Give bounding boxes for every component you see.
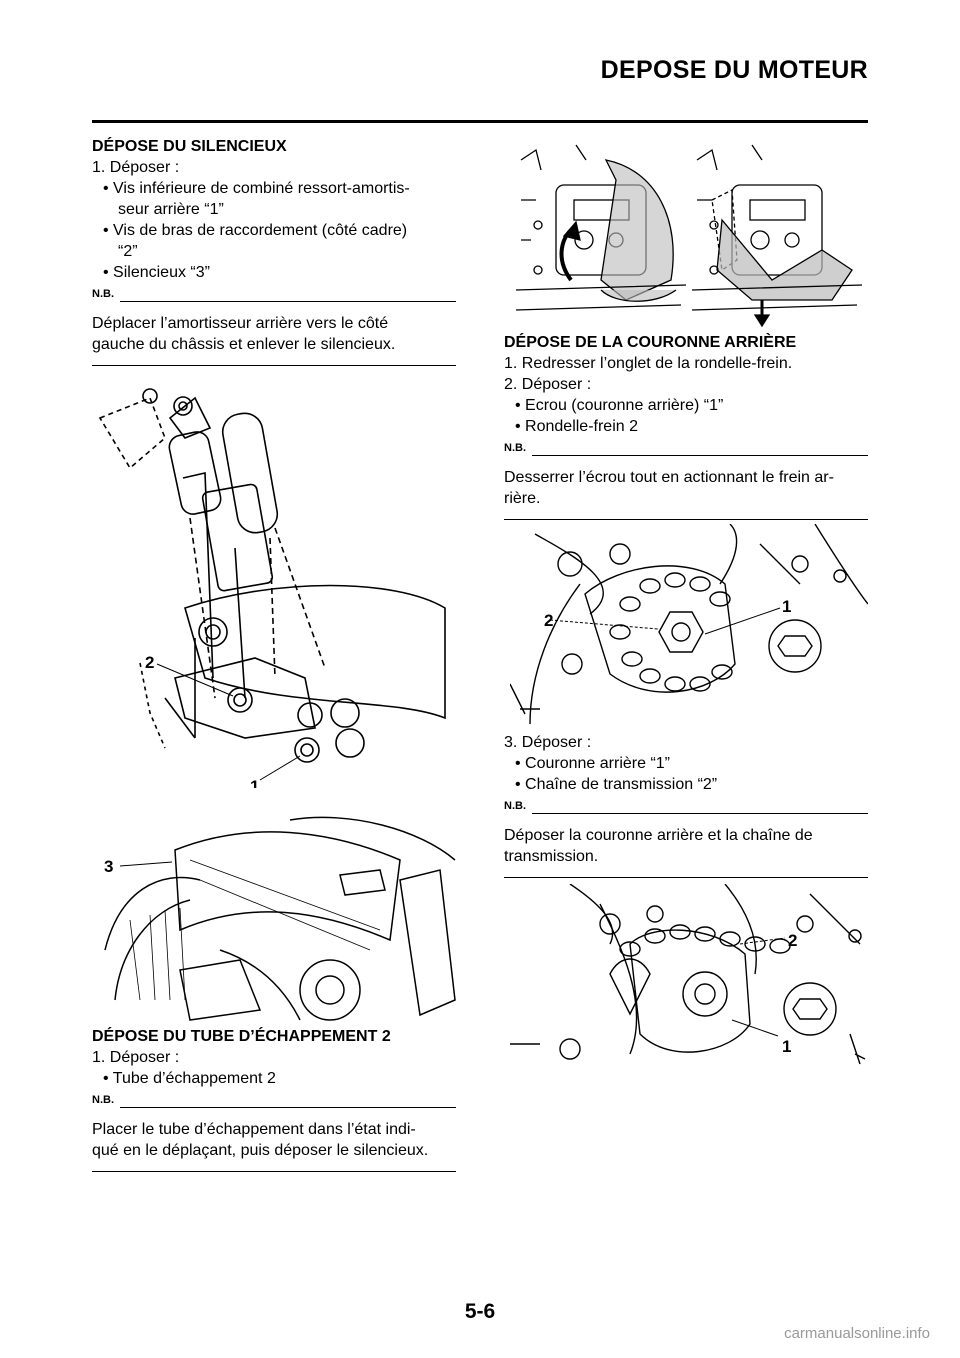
- nb-label: N.B.: [92, 288, 456, 305]
- note-text: Déplacer l’amortisseur arrière vers le c…: [92, 315, 396, 353]
- section-heading: DÉPOSE DE LA COURONNE ARRIÈRE: [504, 334, 797, 351]
- bullet-item: • Rondelle-frein 2: [515, 418, 638, 435]
- callout-2: 2: [544, 611, 553, 630]
- note-end-rule: [504, 877, 868, 878]
- nb-label: N.B.: [92, 1094, 456, 1111]
- note-text: Desserrer l’écrou tout en actionnant le …: [504, 469, 834, 507]
- header-rule: [92, 120, 868, 123]
- section-tube-echappement: DÉPOSE DU TUBE D’ÉCHAPPEMENT 2 1. Dépose…: [92, 1026, 456, 1172]
- callout-1: 1: [250, 777, 259, 788]
- bullet-item: • Vis de bras de raccordement (côté cadr…: [103, 222, 408, 239]
- nb-label: N.B.: [504, 442, 868, 459]
- step-text: 2. Déposer :: [504, 376, 592, 393]
- chain-links: [609, 572, 733, 692]
- page-number: 5-6: [464, 1300, 496, 1323]
- callout-2: 2: [145, 653, 154, 672]
- callout-1: 1: [782, 1037, 791, 1056]
- watermark-text: carmanualsonline.info: [784, 1325, 930, 1342]
- page-title: DEPOSE DU MOTEUR: [600, 56, 868, 84]
- bullet-item-cont: “2”: [118, 243, 138, 260]
- note-end-rule: [92, 1171, 456, 1172]
- note-text: Déposer la couronne arrière et la chaîne…: [504, 827, 813, 865]
- nb-label: N.B.: [504, 800, 868, 817]
- bullet-item-cont: seur arrière “1”: [118, 201, 224, 218]
- section-couronne-arriere: DÉPOSE DE LA COURONNE ARRIÈRE 1. Redress…: [504, 332, 868, 520]
- section-heading: DÉPOSE DU SILENCIEUX: [92, 138, 287, 155]
- section-heading: DÉPOSE DU TUBE D’ÉCHAPPEMENT 2: [92, 1028, 391, 1045]
- step-text: 1. Déposer :: [92, 1049, 180, 1066]
- note-end-rule: [504, 519, 868, 520]
- figure-sprocket-chain-removal: 2 1: [510, 884, 866, 1065]
- callout-3: 3: [104, 857, 113, 876]
- figure-exhaust-pipe-removal: [516, 144, 863, 328]
- note-end-rule: [92, 365, 456, 366]
- bullet-item: • Chaîne de transmission “2”: [515, 776, 718, 793]
- note-text: Placer le tube d’échappement dans l’état…: [92, 1121, 429, 1159]
- callout-2: 2: [788, 931, 797, 950]
- bullet-item: • Couronne arrière “1”: [515, 755, 670, 772]
- step-text: 1. Redresser l’onglet de la rondelle-fre…: [504, 355, 793, 372]
- view-right: [691, 144, 863, 328]
- bullet-item: • Vis inférieure de combiné ressort-amor…: [103, 180, 410, 197]
- figure-silencer: 3: [104, 816, 456, 1021]
- bullet-item: • Silencieux “3”: [103, 264, 210, 281]
- figure-sprocket-nut: 2 1: [510, 524, 868, 724]
- bullet-item: • Ecrou (couronne arrière) “1”: [515, 397, 724, 414]
- step-text: 3. Déposer :: [504, 734, 592, 751]
- section-couronne-chaine: 3. Déposer : • Couronne arrière “1” • Ch…: [504, 732, 868, 878]
- step-text: 1. Déposer :: [92, 159, 180, 176]
- callout-1: 1: [782, 597, 791, 616]
- figure-shock-absorber: 2 1: [98, 388, 446, 788]
- view-left: [516, 144, 687, 311]
- chain-links: [619, 924, 791, 957]
- section-silencieux: DÉPOSE DU SILENCIEUX 1. Déposer : • Vis …: [92, 136, 456, 366]
- bullet-item: • Tube d’échappement 2: [103, 1070, 276, 1087]
